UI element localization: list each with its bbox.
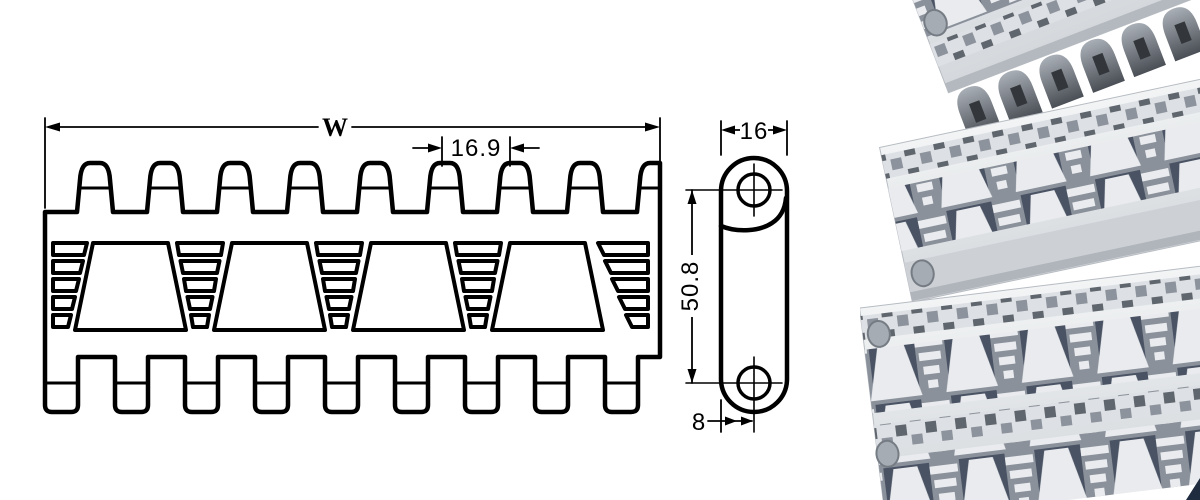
dimension-thickness-label: 16 [740, 118, 769, 145]
right-stripe-stack [596, 241, 650, 329]
hole-spacing-dimension [679, 189, 704, 384]
offset-dimension [707, 399, 753, 433]
hinge-pin-cap [866, 319, 891, 348]
belt-product-photo [860, 0, 1200, 500]
striped-funnels [175, 241, 503, 329]
belt-plate-top [865, 0, 1200, 94]
hinge-pin-cap [875, 439, 900, 468]
dimension-w-label: W [322, 113, 348, 142]
hinge-pin-cap [910, 259, 935, 288]
dimension-pitch-label: 16.9 [451, 135, 502, 162]
dimension-offset-label: 8 [692, 409, 706, 436]
trapezoid-gussets [73, 241, 605, 332]
photo-corner-artifact [1186, 478, 1200, 500]
module-outline [42, 160, 663, 415]
dimension-hole-spacing-label: 50.8 [677, 261, 704, 312]
hinge-pin-cap [923, 8, 948, 37]
knuckle-curve [718, 195, 789, 233]
side-view-drawing: 16 50.8 8 [677, 118, 790, 436]
top-hinge-hole [685, 163, 783, 217]
thickness-dimension [720, 118, 788, 156]
link-outline [718, 155, 790, 415]
pitch-dimension [412, 136, 540, 167]
w-dimension [44, 117, 661, 209]
knuckle-row [957, 0, 1200, 141]
belt-plate-bottom [860, 236, 1200, 500]
left-stripe-stack [51, 241, 89, 329]
front-view-drawing: W 16.9 [42, 113, 663, 415]
belt-plate-middle [878, 30, 1200, 303]
bottom-hinge-hole [685, 356, 783, 433]
rib-pattern [51, 241, 650, 332]
